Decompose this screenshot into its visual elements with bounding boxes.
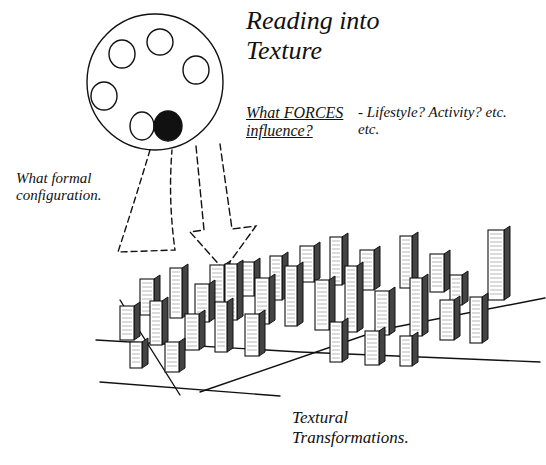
- wheel-hole: [147, 29, 173, 55]
- road-line: [100, 382, 280, 396]
- city-tower: [400, 332, 418, 366]
- city-tower: [330, 318, 348, 362]
- city-tower: [215, 298, 233, 352]
- city-tower: [430, 250, 450, 292]
- city-tower: [470, 293, 488, 343]
- selected-hole: [154, 111, 182, 141]
- city-tower: [130, 338, 148, 368]
- side-note: What formal configuration.: [16, 170, 116, 205]
- dashed-projection: [118, 150, 175, 252]
- city-tower: [488, 226, 510, 300]
- city-tower: [410, 274, 428, 336]
- wheel-hole: [183, 56, 209, 84]
- city-tower: [440, 296, 460, 340]
- question-note: What FORCES influence?: [246, 104, 354, 141]
- road-line: [200, 298, 545, 392]
- city-tower: [285, 262, 303, 326]
- city-tower: [365, 327, 385, 365]
- city-tower: [185, 310, 205, 350]
- city-tower: [120, 302, 140, 340]
- question-note: - Lifestyle? Activity? etc. etc.: [358, 104, 508, 139]
- hollow-arrow: [190, 144, 256, 270]
- city-tower: [170, 264, 188, 318]
- wheel-outline: [87, 14, 223, 150]
- wheel-hole: [130, 112, 154, 140]
- city-tower: [165, 338, 185, 372]
- wheel-hole: [109, 40, 135, 68]
- caption-note: Textural Transformations.: [292, 408, 432, 447]
- sketch-title: Reading into Texture: [246, 6, 411, 66]
- city-tower: [150, 297, 168, 345]
- wheel-hole: [91, 82, 117, 110]
- city-tower: [245, 310, 265, 356]
